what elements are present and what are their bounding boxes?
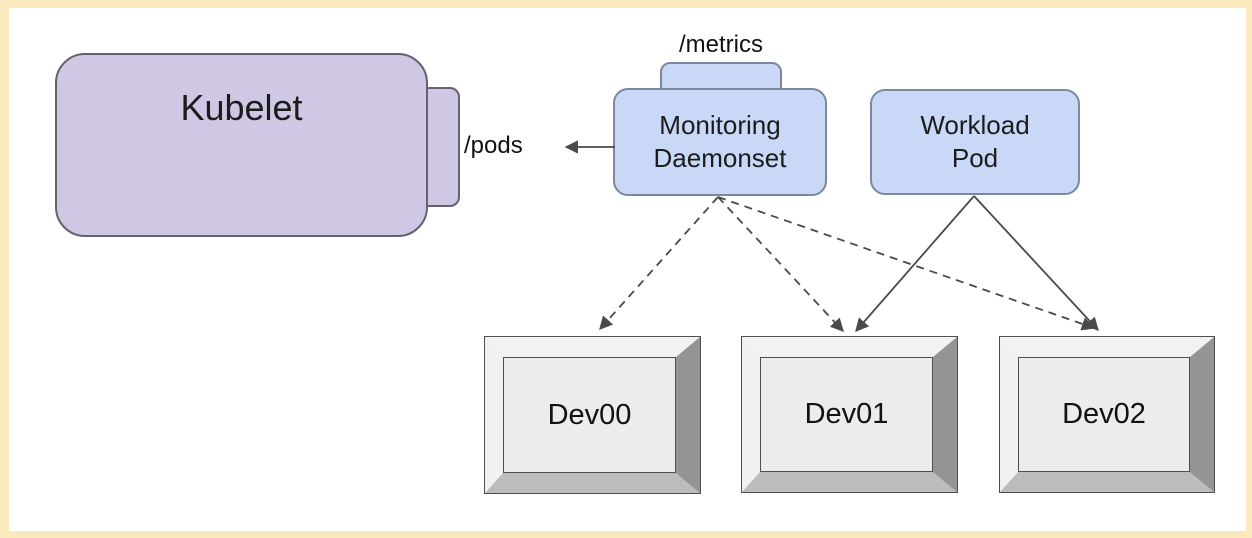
pods-endpoint-label: /pods — [464, 132, 523, 159]
device-label: Dev01 — [760, 357, 933, 472]
device-node-dev01: Dev01 — [741, 336, 958, 493]
device-node-dev00: Dev00 — [484, 336, 701, 494]
workload-pod-node: Workload Pod — [870, 89, 1080, 195]
monitoring-daemonset-node: Monitoring Daemonset — [613, 88, 827, 196]
device-label: Dev00 — [503, 357, 676, 473]
kubelet-node: Kubelet — [55, 53, 428, 237]
device-label: Dev02 — [1018, 357, 1190, 472]
kubelet-label: Kubelet — [180, 87, 303, 128]
device-node-dev02: Dev02 — [999, 336, 1215, 493]
metrics-endpoint-label: /metrics — [679, 31, 763, 58]
